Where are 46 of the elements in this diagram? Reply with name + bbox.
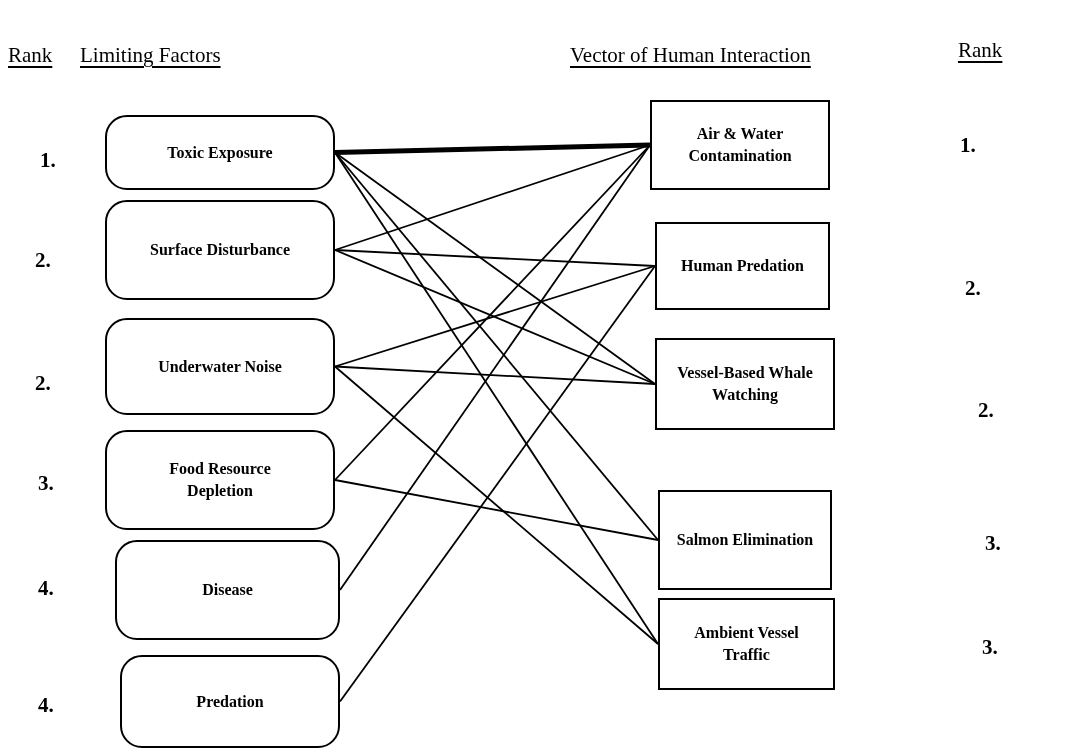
node-label: Surface Disturbance	[150, 240, 290, 260]
factor-box	[120, 655, 340, 748]
vector-box	[655, 338, 835, 430]
node-label: Food Resource Depletion	[168, 459, 272, 502]
node-label: Predation	[196, 691, 264, 712]
connector-line	[334, 479, 659, 541]
rank-number: 2.	[35, 370, 51, 397]
rank-number: 3.	[38, 470, 54, 497]
connector-line	[334, 365, 659, 645]
vector-box	[658, 598, 835, 690]
factor-box	[105, 430, 335, 530]
column-heading: Vector of Human Interaction	[570, 42, 811, 69]
connector-line	[339, 265, 656, 703]
connector-line	[334, 142, 651, 155]
vector-box	[650, 100, 830, 190]
rank-number: 2.	[978, 397, 994, 424]
connector-line	[339, 144, 651, 591]
rank-number: 2.	[35, 247, 51, 274]
column-heading: Limiting Factors	[80, 42, 221, 69]
connector-line	[334, 144, 651, 481]
factor-box	[105, 115, 335, 190]
node-label: Ambient Vessel Traffic	[693, 623, 800, 665]
rank-number: 2.	[965, 275, 981, 302]
node-label: Vessel-Based Whale Watching	[676, 363, 814, 406]
rank-number: 1.	[960, 132, 976, 159]
column-heading: Rank	[958, 37, 1003, 64]
connector-line	[334, 265, 656, 368]
node-label: Disease	[202, 580, 253, 600]
vector-box	[658, 490, 832, 590]
node-label: Human Predation	[681, 256, 804, 276]
rank-number: 4.	[38, 692, 54, 719]
column-heading: Rank	[8, 42, 53, 69]
rank-number: 1.	[40, 147, 56, 174]
node-label: Salmon Elimination	[676, 530, 814, 550]
node-label: Air & Water Contamination	[687, 124, 793, 166]
connector-line	[334, 249, 656, 267]
factor-box	[115, 540, 340, 640]
factor-box	[105, 318, 335, 415]
vector-box	[655, 222, 830, 310]
node-label: Underwater Noise	[158, 356, 282, 377]
connector-line	[334, 365, 656, 385]
rank-number: 3.	[982, 634, 998, 661]
rank-number: 4.	[38, 575, 54, 602]
factor-box	[105, 200, 335, 300]
rank-number: 3.	[985, 530, 1001, 557]
node-label: Toxic Exposure	[167, 142, 273, 164]
